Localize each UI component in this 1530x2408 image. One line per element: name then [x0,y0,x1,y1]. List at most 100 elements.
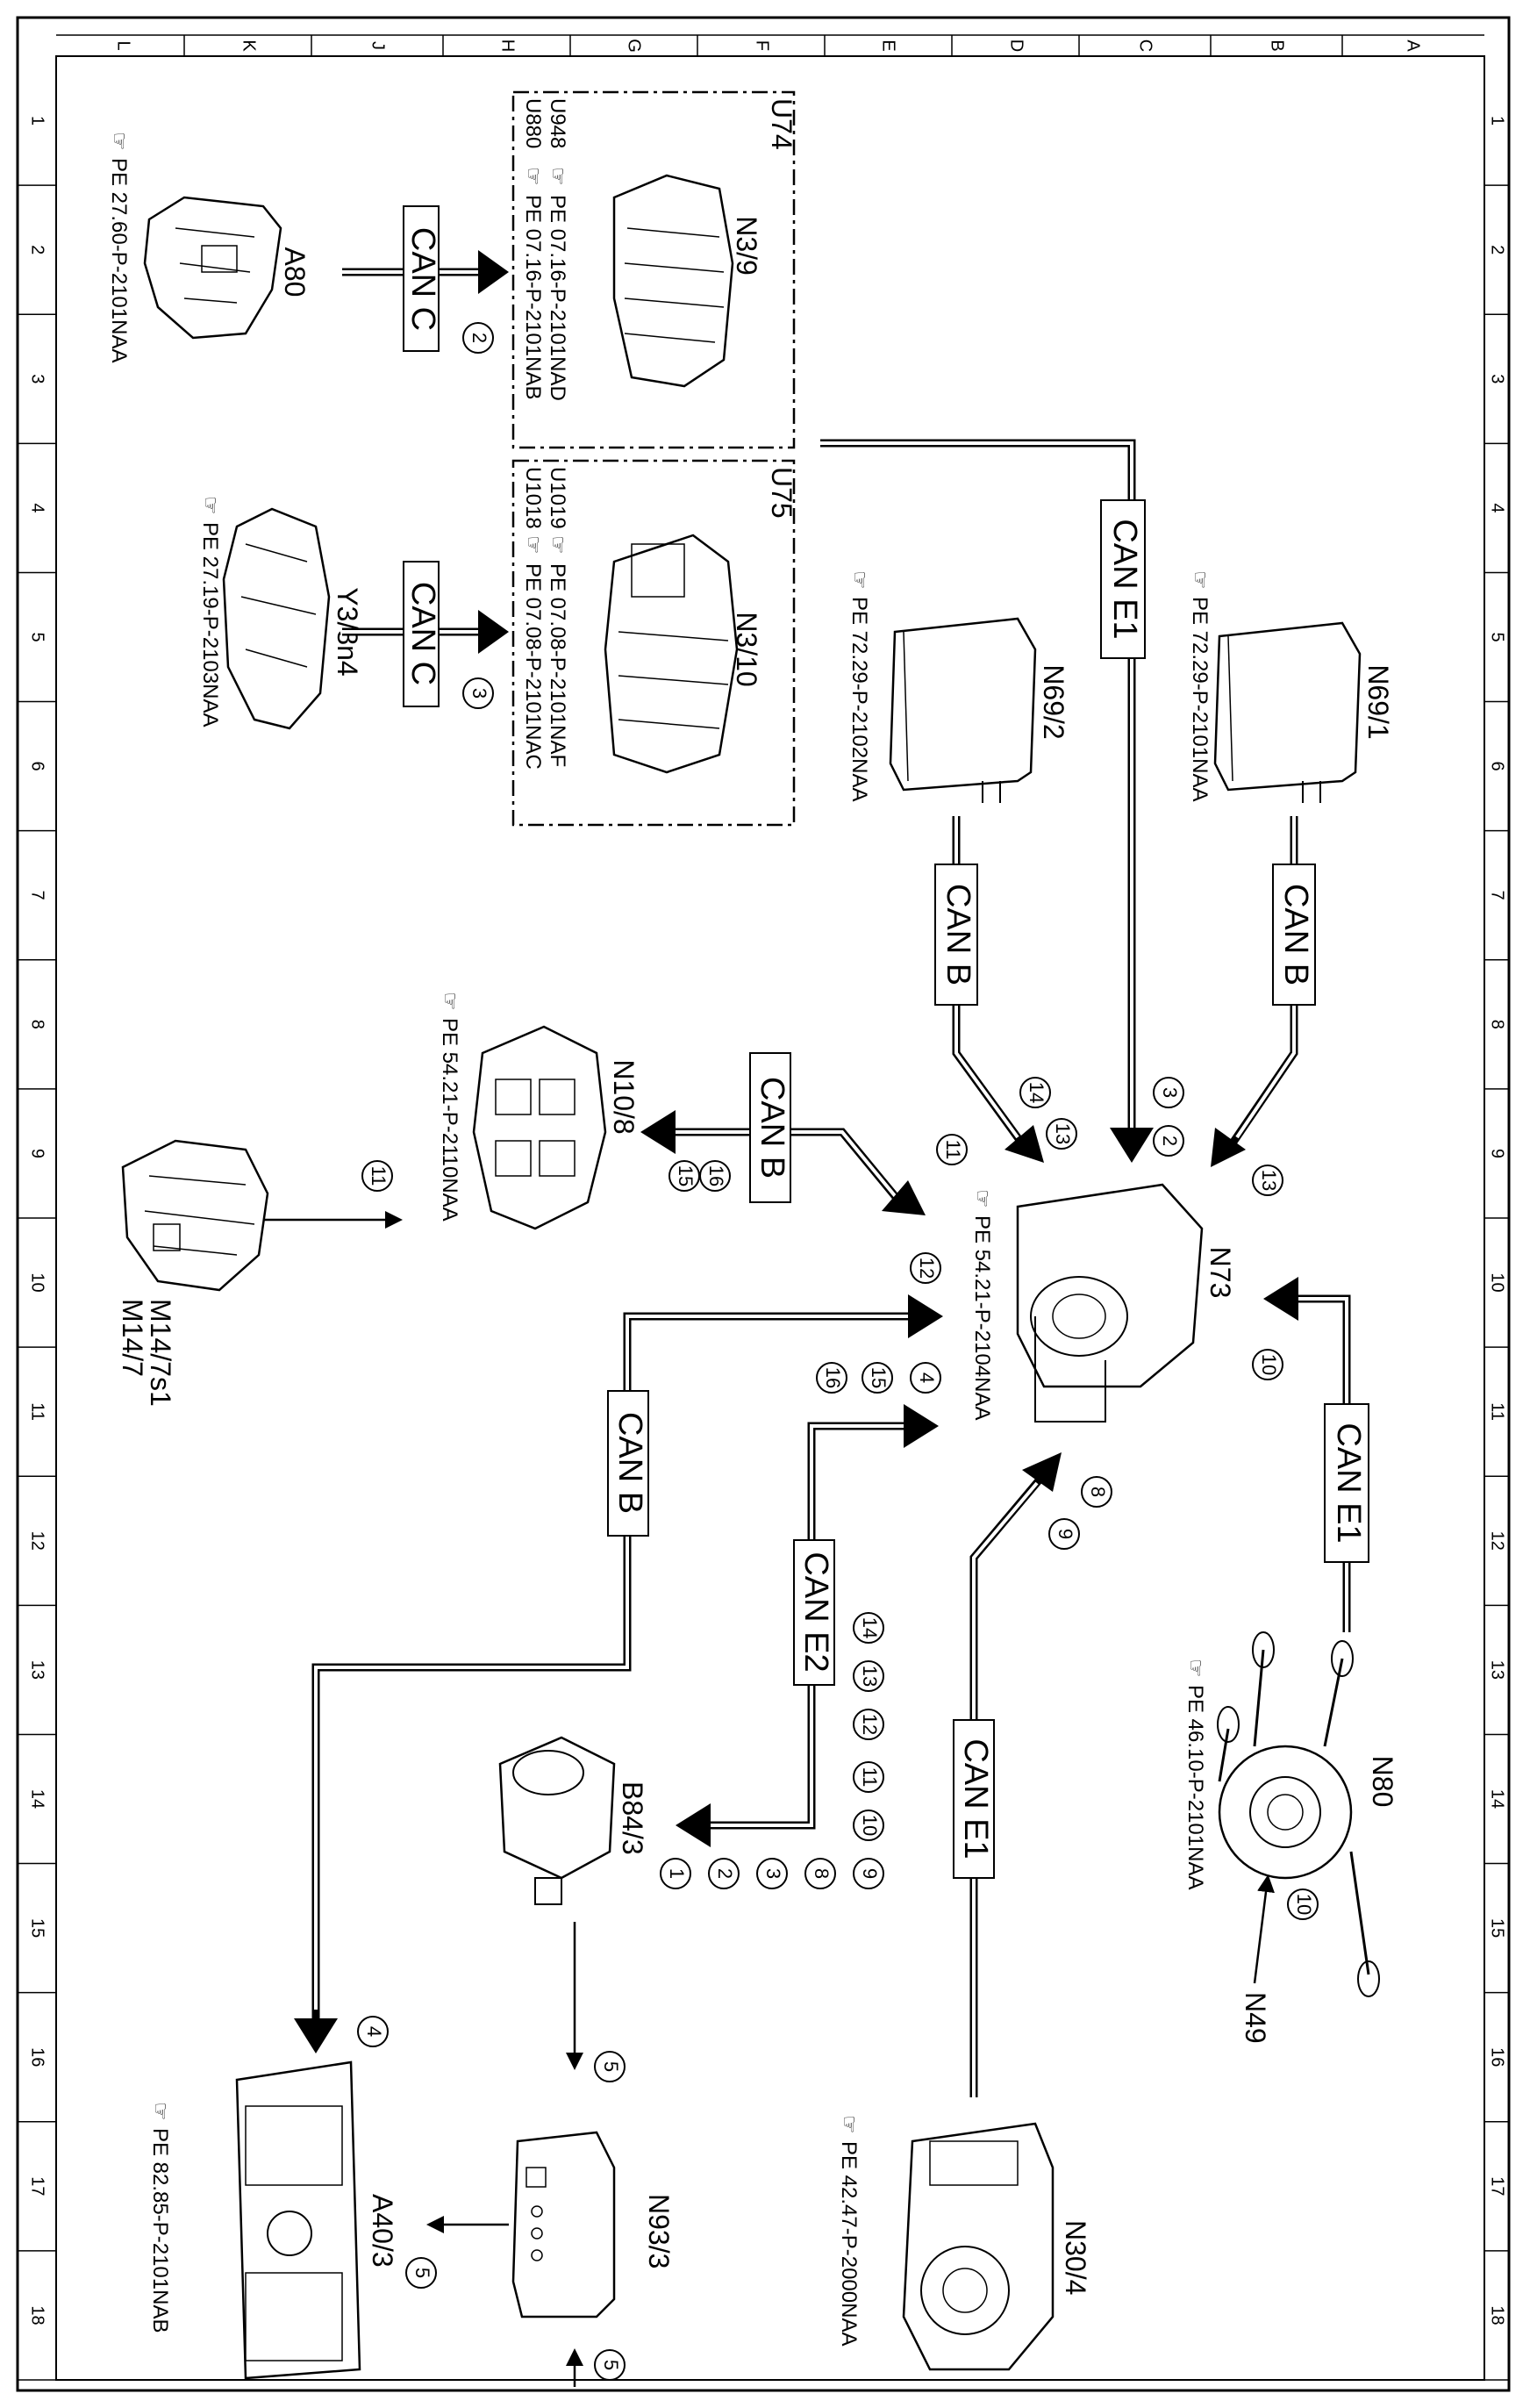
col-label-B: B [1268,39,1287,51]
row-label-7: 7 [1488,891,1507,900]
link-n93-3-to-a40-3: 5 5 [405,2216,626,2387]
ref-A80: PE 27.60-P-2101NAA [107,158,131,362]
signal-list-b84-3: 14 13 12 11 10 9 8 3 2 1 [660,1612,884,1889]
bus-label-can-e2: CAN E2 [797,1552,834,1672]
component-N93-3: N93/3 [511,2131,675,2318]
signal-10-a: 10 [1258,1354,1280,1375]
ref-Y3-8n4: PE 27.19-P-2103NAA [198,522,222,727]
row-label-13: 13 [28,1660,47,1680]
row-label-5: 5 [1488,632,1507,641]
can-b-link-n69-2: CAN B 14 13 [934,816,1077,1163]
link-b84-3-to-n93-3: 5 [566,1922,626,2082]
row-label-9: 9 [28,1149,47,1158]
row-label-13: 13 [1488,1660,1507,1680]
label-N49: N49 [1240,1992,1271,2044]
row-label-2: 2 [28,245,47,254]
label-M14-7: M14/7 [117,1299,148,1377]
col-label-A: A [1404,39,1423,52]
bus-label-can-b-a40-3: CAN B [611,1412,648,1514]
row-label-3: 3 [1488,374,1507,383]
row-label-8: 8 [1488,1020,1507,1029]
ref-N69-2: PE 72.29-P-2102NAA [847,597,871,801]
can-c-link-1: CAN C 2 [340,205,509,354]
signal-2-a: 2 [468,333,490,343]
row-label-1: 1 [1488,116,1507,125]
col-label-G: G [625,39,644,53]
signal-5-b: 5 [411,2268,433,2278]
signal-4-b: 4 [916,1372,938,1383]
row-label-17: 17 [1488,2176,1507,2196]
row-label-5: 5 [28,632,47,641]
row-label-4: 4 [28,503,47,512]
label-N3-9: N3/9 [731,216,762,276]
signal-11-c: 11 [859,1767,881,1788]
row-label-16: 16 [28,2047,47,2067]
signal-12-b: 12 [859,1714,881,1735]
group-U74: U74 U880 ☞ PE 07.16-P-2101NAB U948 ☞ PE … [511,90,797,449]
ref-N10-8: PE 54.21-P-2110NAA [438,1018,461,1222]
col-label-E: E [879,39,898,51]
pe-icon: ☞ [847,570,871,590]
bus-label-can-b-n10-8: CAN B [754,1077,790,1179]
row-label-8: 8 [28,1020,47,1029]
row-label-16: 16 [1488,2047,1507,2067]
component-N10-8: N10/8 ☞ PE 54.21-P-2110NAA [438,992,640,1230]
ref-N73: PE 54.21-P-2104NAA [970,1215,994,1420]
pe-icon: ☞ [1188,570,1212,590]
code-U1018: U1018 [521,467,545,529]
component-B84-3: B84/3 [498,1736,648,1905]
label-M14-7s1: M14/7s1 [145,1299,176,1407]
signal-14-a: 14 [1026,1082,1047,1103]
row-label-3: 3 [28,374,47,383]
signal-10-b: 10 [859,1815,881,1836]
label-A40-3: A40/3 [367,2194,398,2268]
can-c-link-2: CAN C 3 [340,561,509,709]
row-label-18: 18 [1488,2305,1507,2325]
signal-9-a: 9 [1055,1529,1076,1539]
component-N3-9: N3/9 [612,174,762,388]
row-label-10: 10 [1488,1272,1507,1292]
signal-15-a: 15 [675,1165,697,1186]
pe-icon: ☞ [837,2115,861,2134]
component-N30-4: N30/4 ☞ PE 42.47-P-2000NAA [837,2115,1091,2371]
label-N73: N73 [1205,1247,1236,1299]
row-label-2: 2 [1488,245,1507,254]
can-e1-link-n80: CAN E1 10 [1252,1277,1369,1632]
ref-N80: PE 46.10-P-2101NAA [1183,1685,1207,1889]
signal-10-c: 10 [1293,1894,1315,1915]
signal-1-a: 1 [666,1868,688,1879]
ref-N30-4: PE 42.47-P-2000NAA [837,2141,861,2346]
pe-icon: ☞ [1183,1659,1207,1678]
bus-label-can-e1-n30-4: CAN E1 [957,1738,994,1859]
can-b-link-a40-3: CAN B 12 4 [294,1252,943,2053]
label-N3-10: N3/10 [731,612,762,686]
bus-label-can-e1-n80: CAN E1 [1330,1423,1367,1543]
label-N93-3: N93/3 [643,2194,675,2268]
signal-16-b: 16 [822,1367,844,1388]
pe-icon: ☞ [546,167,569,186]
row-label-1: 1 [28,116,47,125]
pe-icon: ☞ [438,992,461,1011]
label-U75: U75 [766,467,797,519]
signal-3-c: 3 [762,1868,784,1879]
bus-label-can-b-n69-2: CAN B [940,884,976,985]
signal-12-a: 12 [916,1258,938,1279]
bus-label-can-e1-top: CAN E1 [1106,519,1143,639]
signal-15-b: 15 [868,1367,890,1388]
can-e2-link-b84-3: CAN E2 16 15 4 [676,1362,941,1847]
row-label-11: 11 [28,1402,47,1421]
component-N69-1: N69/1 ☞ PE 72.29-P-2101NAA [1188,570,1394,803]
row-label-14: 14 [28,1789,47,1809]
drawing-frame [16,16,1511,2392]
can-e1-link-n30-4: CAN E1 8 9 [953,1452,1112,2097]
row-label-9: 9 [1488,1149,1507,1158]
signal-16-a: 16 [705,1165,727,1186]
col-label-L: L [114,40,133,50]
signal-14-b: 14 [859,1617,881,1638]
row-label-18: 18 [28,2305,47,2325]
row-label-6: 6 [1488,762,1507,771]
signal-8-a: 8 [1087,1487,1109,1497]
pe-icon: ☞ [970,1189,994,1208]
